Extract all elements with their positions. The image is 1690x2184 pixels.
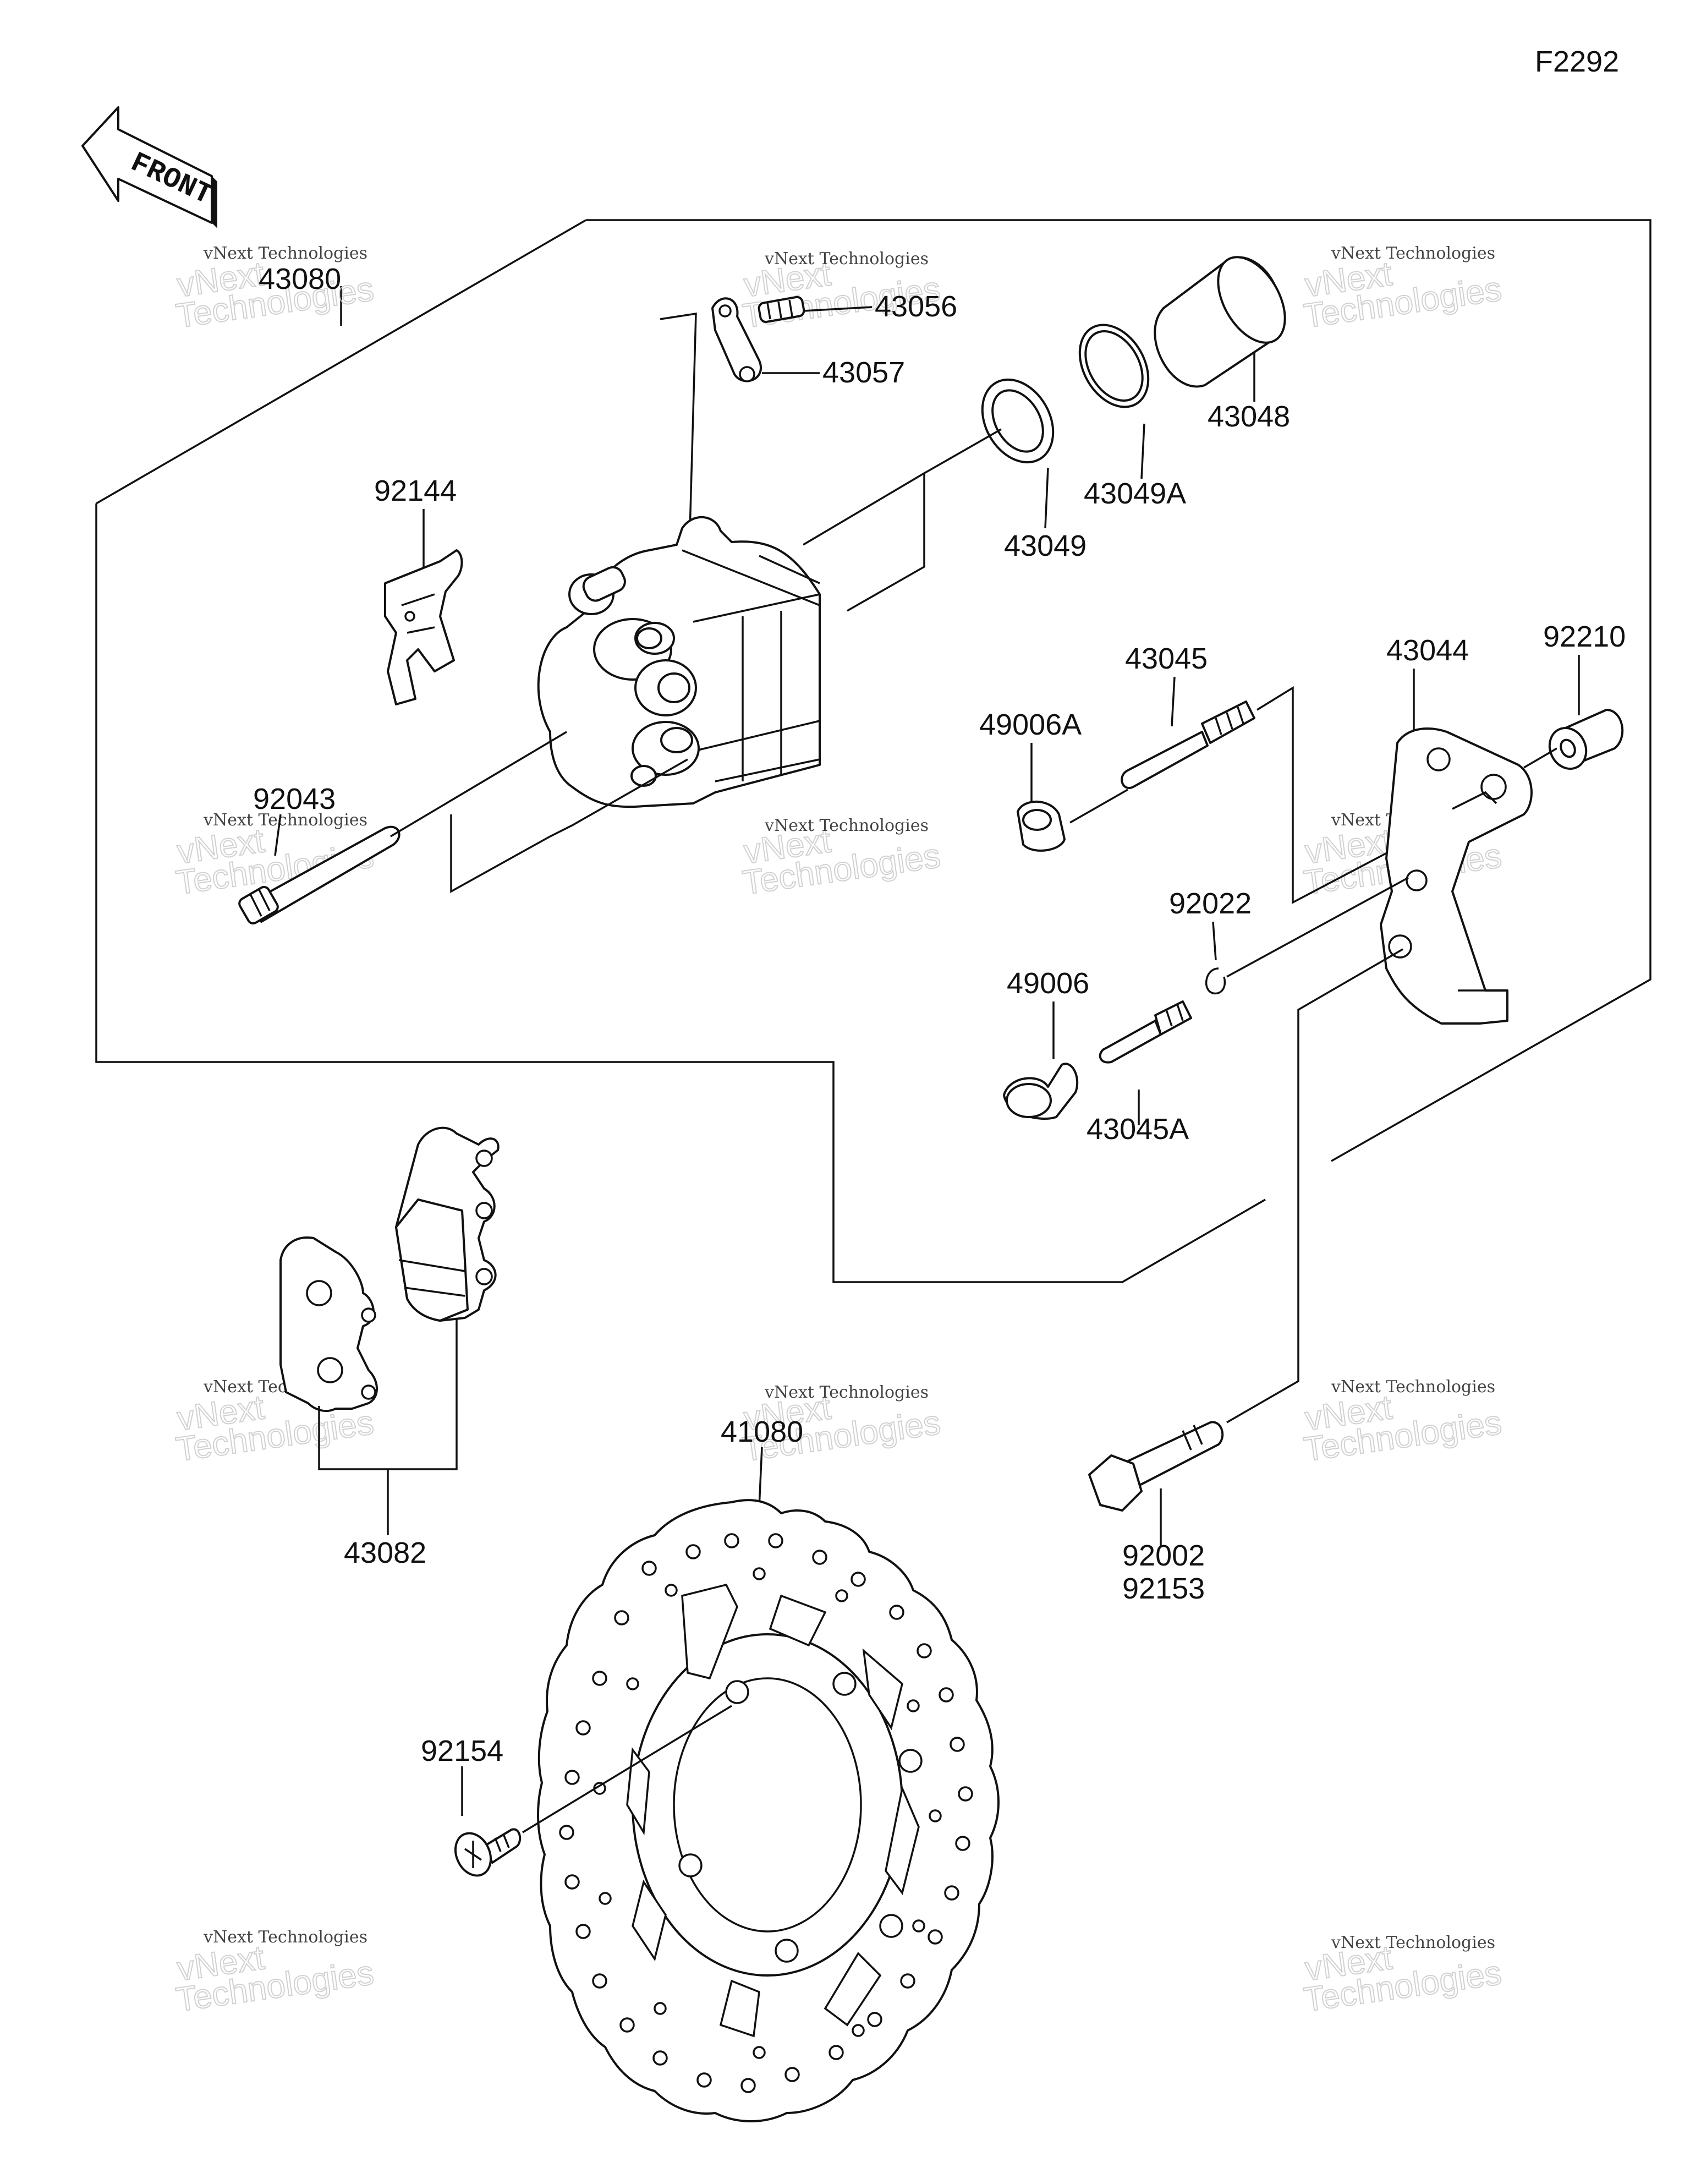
- slide-pin-43045: [1121, 700, 1255, 789]
- dust-seal-43049A: [1078, 324, 1150, 408]
- watermark-text: vNext Technologies: [203, 244, 367, 263]
- pin-leader-line: [390, 731, 567, 838]
- figure-code: F2292: [1535, 45, 1619, 78]
- label-41080: 41080: [721, 1415, 803, 1448]
- label-92210: 92210: [1543, 620, 1626, 653]
- circlip-92022: [1205, 967, 1226, 995]
- label-43044: 43044: [1386, 634, 1469, 667]
- label-92153: 92153: [1122, 1572, 1205, 1605]
- assembly-frame: [95, 219, 1651, 1283]
- watermark-text: vNext Technologies: [1331, 1933, 1495, 1952]
- collar-leader-line: [1523, 747, 1557, 769]
- bolt-92002: [1088, 1421, 1224, 1512]
- piston-group-line: [803, 471, 925, 612]
- pad-pin-92043: [238, 825, 400, 924]
- label-43045A: 43045A: [1087, 1113, 1189, 1146]
- label-49006: 49006: [1007, 967, 1089, 1000]
- label-92144: 92144: [374, 474, 457, 507]
- leader-lines: [274, 306, 1580, 1816]
- piston-seal-43049: [981, 378, 1055, 464]
- watermark-text: vNext Technologies: [764, 816, 929, 835]
- bleeder-valve: [758, 295, 805, 324]
- collar-92210: [1548, 709, 1624, 770]
- watermark-text: vNext Technologies: [764, 1383, 929, 1402]
- label-92043: 92043: [253, 782, 336, 815]
- pin-bracket-line: [450, 758, 688, 893]
- bolt-leader-line: [1226, 948, 1403, 1424]
- watermark-text: vNext Technologies: [764, 249, 929, 269]
- label-43080: 43080: [259, 262, 341, 295]
- piston-group-line: [924, 428, 1002, 474]
- circlip-leader-line: [1226, 877, 1409, 978]
- label-43045: 43045: [1125, 642, 1208, 675]
- label-92002: 92002: [1122, 1539, 1205, 1572]
- watermark-text: vNext Technologies: [203, 1928, 367, 1947]
- screw-leader-line: [522, 1705, 732, 1833]
- watermark-text: vNext Technologies: [1331, 1377, 1495, 1397]
- disc-screw-92154: [454, 1828, 522, 1877]
- piston-43048: [1154, 256, 1286, 388]
- label-43082: 43082: [344, 1536, 426, 1569]
- boot-leader-line: [1069, 789, 1128, 824]
- caliper-bracket-43044: [1380, 727, 1533, 1025]
- label-92154: 92154: [421, 1734, 503, 1767]
- label-43056: 43056: [875, 290, 957, 323]
- brake-disc-41080: [537, 1499, 1000, 2122]
- brake-pad-left: [279, 1236, 378, 1413]
- label-43057: 43057: [822, 356, 905, 389]
- bleeder-cap: [711, 297, 762, 382]
- label-43048: 43048: [1208, 400, 1290, 433]
- pin-group-line: [1256, 686, 1398, 904]
- label-43049A: 43049A: [1084, 477, 1186, 510]
- pin-boot-49006: [1003, 1063, 1079, 1120]
- label-43049: 43049: [1004, 529, 1087, 562]
- watermark-text: vNext Technologies: [203, 811, 367, 830]
- pin-boot-49006A: [1017, 800, 1066, 852]
- label-49006A: 49006A: [979, 708, 1082, 741]
- label-92022: 92022: [1169, 887, 1252, 920]
- brake-pad-right: [395, 1126, 500, 1322]
- slide-pin-43045A: [1099, 1000, 1192, 1064]
- pad-spring-92144: [384, 549, 463, 705]
- front-arrow-icon: FRONT: [81, 106, 217, 228]
- watermark-text: vNext Technologies: [1331, 244, 1495, 263]
